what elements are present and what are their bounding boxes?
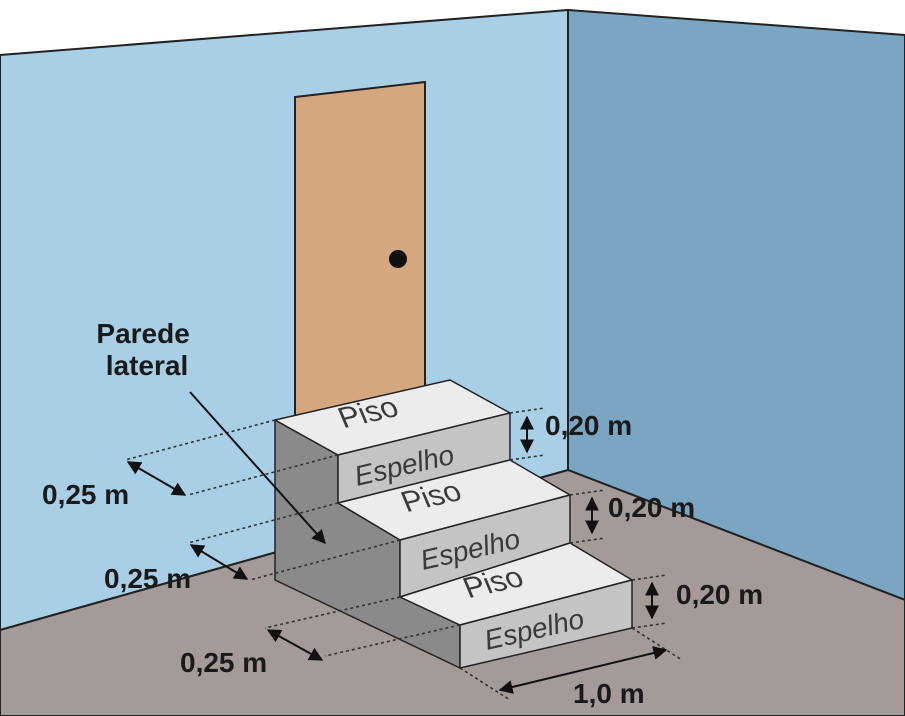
tread-depth-arrow-top — [126, 461, 187, 496]
riser-height-label-middle: 0,20 m — [608, 492, 695, 523]
step-width-arrow — [498, 646, 668, 694]
tread-depth-arrow-bottom — [266, 629, 324, 661]
door-knob — [389, 250, 407, 268]
side-wall-label-line2: lateral — [106, 350, 189, 381]
step-width-label: 1,0 m — [573, 678, 645, 709]
tread-depth-label-middle: 0,25 m — [104, 563, 191, 594]
tread-depth-label-top: 0,25 m — [42, 479, 129, 510]
riser-height-label-top: 0,20 m — [545, 410, 632, 441]
right-wall — [567, 8, 905, 602]
riser-height-label-bottom: 0,20 m — [676, 579, 763, 610]
side-wall-label: Parede lateral — [96, 318, 197, 381]
tread-depth-arrow-middle — [189, 544, 249, 580]
tread-depth-label-bottom: 0,25 m — [180, 647, 267, 678]
side-wall-label-line1: Parede — [96, 318, 189, 349]
door — [294, 80, 426, 422]
side-wall-pointer — [189, 391, 326, 545]
